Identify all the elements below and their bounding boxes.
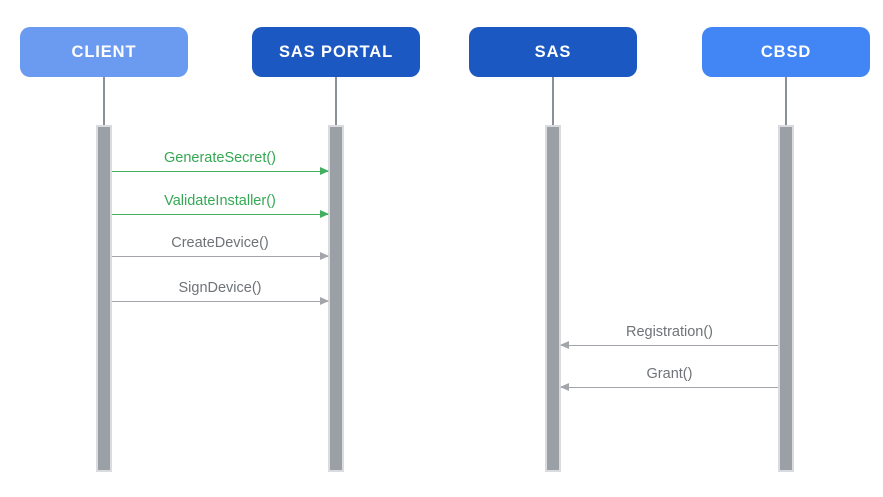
actor-sas-portal-box: SAS PORTAL [252,27,420,77]
message-label: ValidateInstaller() [164,193,276,209]
message-label: Grant() [646,366,693,382]
message-create-device: CreateDevice() [112,233,329,260]
lifeline [552,77,554,125]
actor-cbsd: CBSD [702,27,870,477]
message-validate-installer: ValidateInstaller() [112,191,329,218]
message-grant: Grant() [560,364,778,391]
actor-sas: SAS [469,27,637,477]
actor-client: CLIENT [20,27,188,477]
arrow-right-icon [112,297,329,305]
arrowhead-icon [320,167,329,175]
message-sign-device: SignDevice() [112,278,329,305]
actor-client-box: CLIENT [20,27,188,77]
arrowhead-icon [560,383,569,391]
message-label: GenerateSecret() [163,150,277,166]
arrow-left-icon [560,383,778,391]
actor-sas-portal: SAS PORTAL [252,27,420,477]
arrow-right-icon [112,210,329,218]
message-label: CreateDevice() [171,235,269,251]
message-generate-secret: GenerateSecret() [112,148,329,175]
activation-bar [545,125,561,472]
message-label: SignDevice() [178,280,262,296]
arrowhead-icon [320,210,329,218]
message-registration: Registration() [560,322,778,349]
arrowhead-icon [560,341,569,349]
activation-bar [96,125,112,472]
activation-bar [778,125,794,472]
arrowhead-icon [320,252,329,260]
actor-sas-box: SAS [469,27,637,77]
activation-bar [328,125,344,472]
actor-cbsd-box: CBSD [702,27,870,77]
arrow-right-icon [112,252,329,260]
lifeline [785,77,787,125]
lifeline [335,77,337,125]
arrowhead-icon [320,297,329,305]
lifeline [103,77,105,125]
arrow-left-icon [560,341,778,349]
arrow-right-icon [112,167,329,175]
message-label: Registration() [625,324,714,340]
